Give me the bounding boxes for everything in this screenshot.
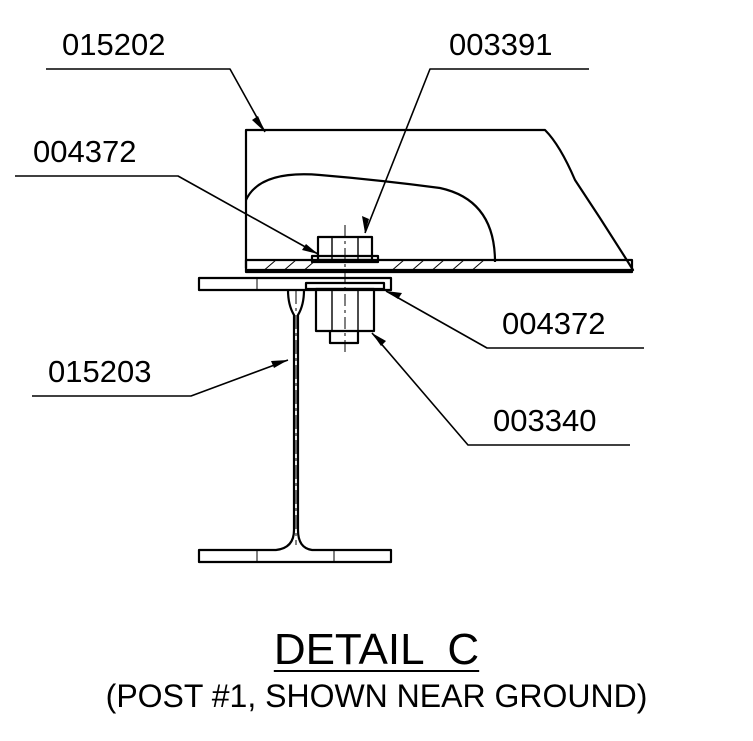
post-web [197,289,393,564]
washer-upper [310,254,380,264]
callout-004372-upper: 004372 [33,134,136,169]
base-plate [244,258,634,274]
detail-title: DETAIL C [273,625,480,674]
leader-lines [15,68,644,446]
post-top-flange [197,276,393,292]
callout-003391: 003391 [449,27,552,62]
callout-015203: 015203 [48,354,151,389]
bolt-tip [328,331,360,345]
nut [314,287,376,333]
blockout-bracket [244,128,635,272]
detail-subtitle: (POST #1, SHOWN NEAR GROUND) [105,678,648,714]
leader-arrowheads [252,116,402,368]
callout-003340: 003340 [493,403,596,438]
callout-015202: 015202 [62,27,165,62]
callout-004372-lower: 004372 [502,306,605,341]
